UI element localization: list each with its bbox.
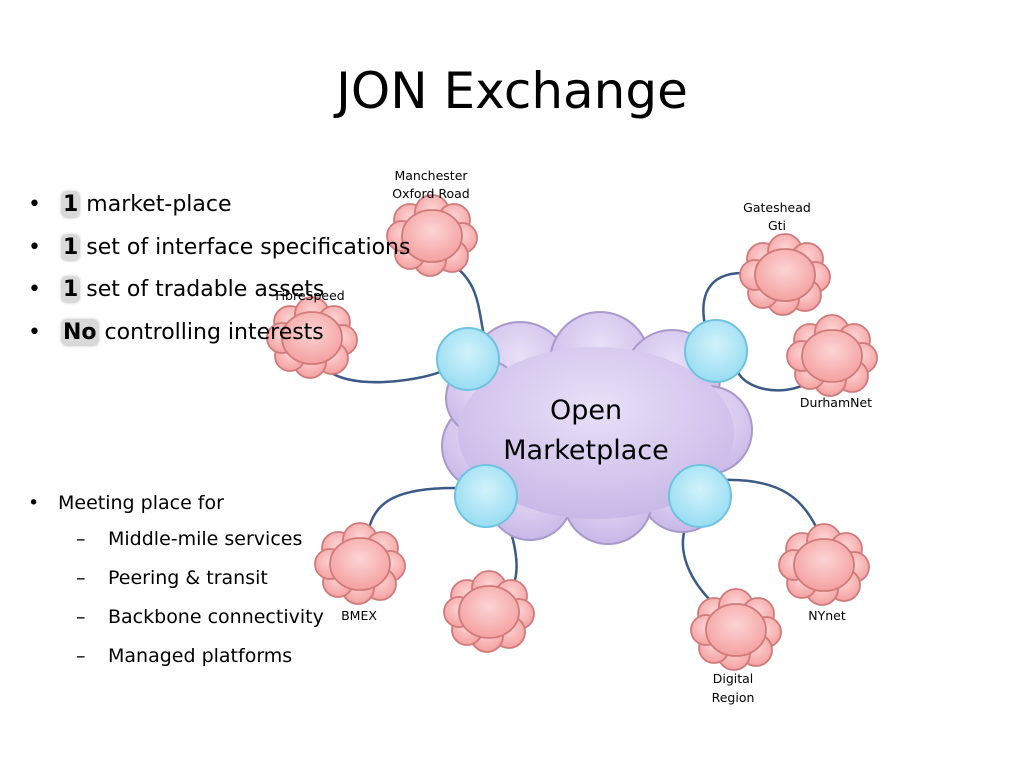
label-durhamnet: DurhamNet bbox=[800, 395, 872, 410]
label-bmex: BMEX bbox=[341, 608, 377, 623]
center-label-line1: Open bbox=[550, 395, 622, 426]
node-top-right bbox=[684, 319, 748, 383]
bullet-text: controlling interests bbox=[97, 319, 324, 345]
bullet-highlight: 1 bbox=[62, 277, 80, 302]
subitem: Backbone connectivity bbox=[58, 598, 324, 637]
bullet-highlight: 1 bbox=[62, 234, 80, 260]
label-gateshead-1: Gateshead bbox=[743, 200, 811, 215]
nynet-cloud bbox=[778, 523, 870, 606]
meeting-subitems: Middle-mile services Peering & transit B… bbox=[58, 520, 324, 676]
label-digital-2: Region bbox=[712, 690, 755, 705]
link-durhamnet bbox=[736, 371, 809, 392]
label-manchester-2: Oxford Road bbox=[392, 186, 469, 201]
label-nynet: NYnet bbox=[808, 608, 846, 623]
link-gateshead bbox=[702, 271, 746, 326]
meeting-place-list: Meeting place for Middle-mile services P… bbox=[28, 486, 324, 676]
bmex-cloud bbox=[314, 522, 406, 605]
link-manchester bbox=[447, 260, 486, 336]
subitem: Peering & transit bbox=[58, 559, 324, 598]
node-bottom-left bbox=[454, 464, 518, 528]
bullet-interface-specs: 1 set of interface specifications bbox=[28, 227, 410, 270]
subitem: Managed platforms bbox=[58, 637, 324, 676]
bottom-cloud bbox=[443, 570, 535, 653]
bullet-highlight: 1 bbox=[62, 192, 80, 217]
center-label-line2: Marketplace bbox=[503, 435, 668, 466]
bullet-marketplace: 1 market-place bbox=[28, 184, 410, 227]
link-bmex bbox=[366, 486, 461, 536]
slide-title: JON Exchange bbox=[336, 62, 688, 120]
digital-region-cloud bbox=[690, 588, 782, 671]
bullet-text: set of interface specifications bbox=[79, 234, 411, 260]
bullet-text: market-place bbox=[79, 192, 232, 217]
gateshead-cloud bbox=[739, 233, 831, 316]
bullet-tradable-assets: 1 set of tradable assets bbox=[28, 269, 410, 312]
link-nynet bbox=[721, 478, 822, 536]
bullet-controlling-interests: No controlling interests bbox=[28, 312, 410, 355]
durhamnet-cloud bbox=[786, 314, 878, 397]
label-digital-1: Digital bbox=[713, 671, 754, 686]
link-digital bbox=[681, 521, 711, 601]
label-gateshead-2: Gti bbox=[768, 218, 786, 233]
meeting-place-heading: Meeting place for Middle-mile services P… bbox=[28, 486, 324, 676]
node-bottom-right bbox=[668, 464, 732, 528]
meeting-heading-text: Meeting place for bbox=[58, 492, 224, 514]
node-top-left bbox=[436, 327, 500, 391]
subitem: Middle-mile services bbox=[58, 520, 324, 559]
bullet-highlight: No bbox=[62, 319, 98, 345]
key-points-list: 1 market-place 1 set of interface specif… bbox=[28, 184, 410, 354]
bullet-text: set of tradable assets bbox=[79, 277, 325, 302]
label-manchester-1: Manchester bbox=[394, 168, 468, 183]
